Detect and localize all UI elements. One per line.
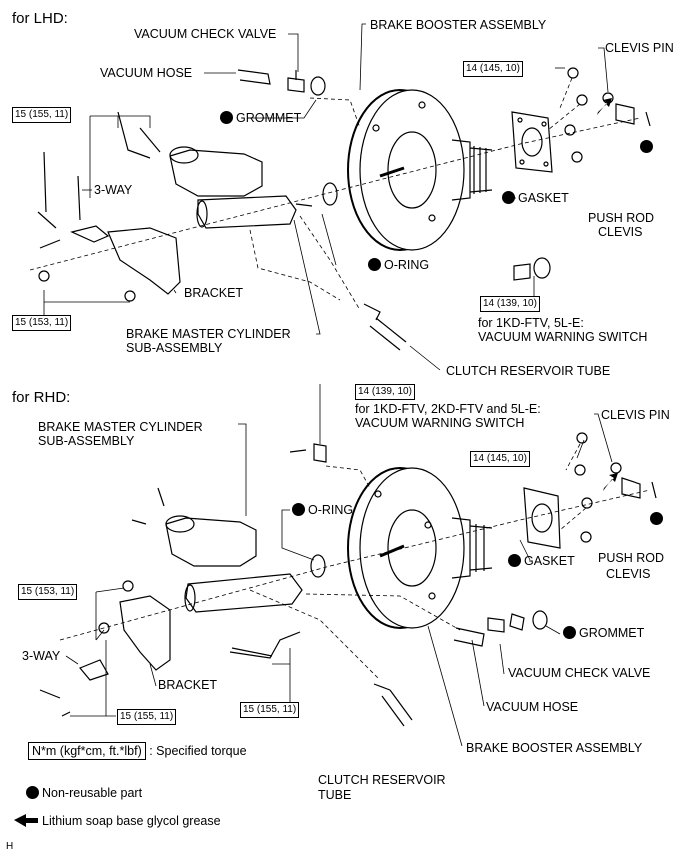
- rhd-brake-booster-drawing: [347, 467, 493, 629]
- rhd-o-ring-label: O-RING: [292, 503, 353, 517]
- lhd-brake-booster-drawing: [347, 89, 493, 251]
- lhd-grease-arrow: [597, 98, 612, 115]
- lhd-o-ring-nonreusable-dot: [368, 258, 381, 271]
- lhd-section-title: for LHD:: [12, 10, 68, 27]
- rhd-booster-nut-torque: 14 (145, 10): [470, 451, 530, 467]
- lhd-master-cylinder-label-1: BRAKE MASTER CYLINDER: [126, 327, 291, 341]
- lhd-bracket-torque: 15 (153, 11): [12, 315, 72, 331]
- lhd-booster-nut-torque: 14 (145, 10): [463, 61, 523, 77]
- lhd-clevis-drawing: [615, 103, 635, 125]
- rhd-master-cylinder-label-2: SUB-ASSEMBLY: [38, 434, 135, 448]
- lhd-brake-booster-label: BRAKE BOOSTER ASSEMBLY: [370, 18, 547, 32]
- rhd-switch-torque: 14 (139, 10): [355, 384, 415, 400]
- rhd-line-torque-b: 15 (155, 11): [117, 709, 177, 725]
- rhd-grommet-label: GROMMET: [563, 626, 644, 640]
- lhd-three-way-label: 3-WAY: [94, 183, 133, 197]
- legend-grease: Lithium soap base glycol grease: [42, 814, 221, 828]
- legend-non-reusable: Non-reusable part: [26, 786, 142, 800]
- rhd-clevis-pin-label: CLEVIS PIN: [601, 408, 670, 422]
- rhd-bracket-torque: 15 (153, 11): [18, 584, 78, 600]
- rhd-gasket-label: GASKET: [508, 554, 575, 568]
- lhd-gasket-drawing: [511, 111, 553, 173]
- lhd-switch-note: for 1KD-FTV, 5L-E:: [478, 316, 584, 330]
- corner-mark: H: [6, 841, 14, 852]
- lhd-bracket-drawing: [107, 227, 181, 295]
- legend-grease-arrow: [14, 814, 38, 827]
- lhd-line-torque: 15 (155, 11): [12, 107, 72, 123]
- rhd-section-title: for RHD:: [12, 389, 71, 406]
- rhd-clutch-tube-label-2: TUBE: [318, 788, 352, 802]
- rhd-master-cylinder-drawing: [165, 515, 303, 613]
- rhd-grease-arrow: [603, 473, 618, 491]
- rhd-grommet-nonreusable-dot: [563, 626, 576, 639]
- lhd-grommet-nonreusable-dot: [220, 111, 233, 124]
- rhd-vacuum-check-valve-label: VACUUM CHECK VALVE: [508, 666, 651, 680]
- legend-torque-desc: : Specified torque: [149, 744, 247, 758]
- rhd-line-torque-a: 15 (155, 11): [240, 702, 300, 718]
- rhd-clevis-drawing: [621, 477, 641, 499]
- rhd-three-way-label: 3-WAY: [22, 649, 61, 663]
- lhd-gasket-nonreusable-dot: [502, 191, 515, 204]
- lhd-cotter-pin-nonreusable-dot: [640, 140, 653, 153]
- rhd-gasket-nonreusable-dot: [508, 554, 521, 567]
- lhd-vacuum-check-valve-label: VACUUM CHECK VALVE: [134, 27, 277, 41]
- lhd-master-cylinder-label-2: SUB-ASSEMBLY: [126, 341, 223, 355]
- rhd-switch-name: VACUUM WARNING SWITCH: [355, 416, 525, 430]
- rhd-bracket-label: BRACKET: [158, 678, 218, 692]
- lhd-o-ring-label: O-RING: [368, 258, 429, 272]
- lhd-clevis-label: CLEVIS: [598, 225, 643, 239]
- rhd-gasket-drawing: [523, 487, 561, 549]
- rhd-push-rod-label: PUSH ROD: [598, 551, 664, 565]
- rhd-o-ring-nonreusable-dot: [292, 503, 305, 516]
- lhd-switch-name: VACUUM WARNING SWITCH: [478, 330, 648, 344]
- lhd-master-cylinder-drawing: [169, 146, 313, 229]
- lhd-switch-torque: 14 (139, 10): [480, 296, 540, 312]
- lhd-vacuum-hose-label: VACUUM HOSE: [100, 66, 193, 80]
- rhd-cotter-pin-nonreusable-dot: [650, 512, 663, 525]
- lhd-grommet-label: GROMMET: [220, 111, 301, 125]
- rhd-switch-note: for 1KD-FTV, 2KD-FTV and 5L-E:: [355, 402, 541, 416]
- rhd-master-cylinder-label-1: BRAKE MASTER CYLINDER: [38, 420, 203, 434]
- lhd-clevis-pin-label: CLEVIS PIN: [605, 41, 674, 55]
- lhd-clutch-tube-label: CLUTCH RESERVOIR TUBE: [446, 364, 611, 378]
- rhd-clevis-label: CLEVIS: [606, 567, 651, 581]
- rhd-brake-booster-label: BRAKE BOOSTER ASSEMBLY: [466, 741, 643, 755]
- rhd-clutch-tube-label-1: CLUTCH RESERVOIR: [318, 773, 446, 787]
- lhd-bracket-label: BRACKET: [184, 286, 244, 300]
- legend-torque: N*m (kgf*cm, ft.*lbf) : Specified torque: [28, 742, 247, 760]
- lhd-gasket-label: GASKET: [502, 191, 569, 205]
- lhd-push-rod-label: PUSH ROD: [588, 211, 654, 225]
- legend-torque-box: N*m (kgf*cm, ft.*lbf): [28, 742, 146, 760]
- legend-non-reusable-dot: [26, 786, 39, 799]
- rhd-vacuum-hose-label: VACUUM HOSE: [486, 700, 579, 714]
- rhd-bracket-drawing: [119, 595, 171, 671]
